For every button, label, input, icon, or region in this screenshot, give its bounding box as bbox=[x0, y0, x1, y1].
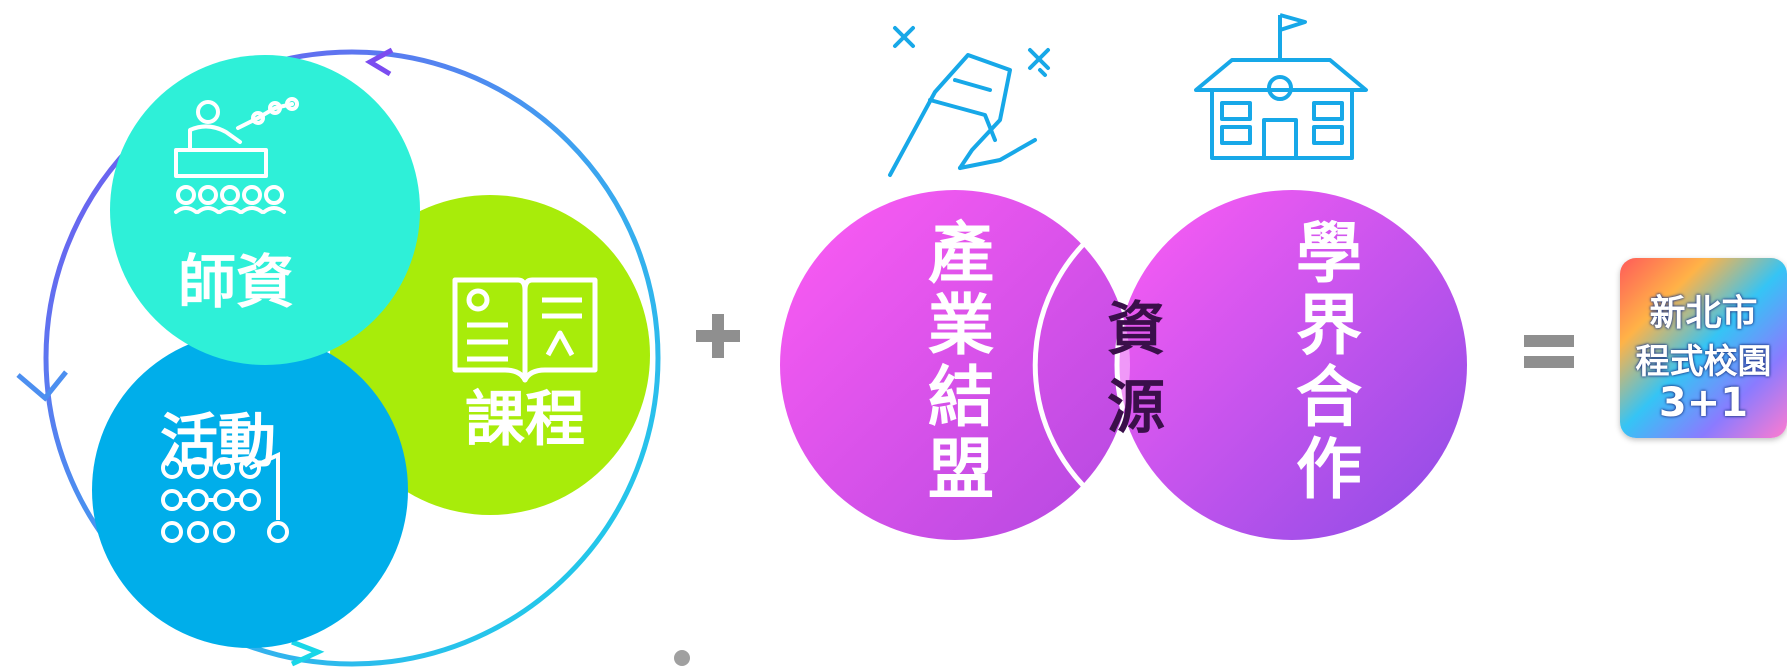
course-circle bbox=[330, 195, 650, 515]
teacher-label: 師資 bbox=[178, 248, 295, 316]
venn-left-circle bbox=[780, 190, 1130, 540]
logo-line-1: 新北市 bbox=[1649, 293, 1758, 334]
venn-right-circle bbox=[1117, 190, 1467, 540]
group-network-icon bbox=[161, 451, 289, 543]
ring-arrow-top bbox=[364, 47, 394, 77]
venn-overlap-label: 資源 bbox=[1097, 298, 1165, 454]
venn-overlap-left-edge bbox=[1032, 210, 1125, 520]
handshake-icon bbox=[888, 26, 1050, 177]
ring-arrow-left bbox=[16, 370, 68, 402]
program-logo: 新北市 程式校園 3+1 bbox=[1620, 258, 1787, 438]
venn-left-label: 產業結盟 bbox=[917, 218, 994, 506]
open-book-icon bbox=[452, 277, 598, 383]
gray-dot bbox=[674, 650, 690, 666]
school-building-icon bbox=[1194, 13, 1368, 160]
venn-right-label: 學界合作 bbox=[1285, 218, 1362, 506]
course-label: 課程 bbox=[465, 385, 585, 455]
presenter-icon bbox=[174, 97, 299, 214]
ring-arrow-bottom bbox=[290, 639, 325, 667]
venn-diagram bbox=[780, 190, 1467, 540]
plus-sign bbox=[696, 314, 740, 358]
logo-line-2: 程式校園 bbox=[1635, 342, 1772, 382]
equals-sign bbox=[1524, 335, 1574, 368]
activity-label: 活動 bbox=[160, 407, 277, 475]
logo-line-3: 3+1 bbox=[1658, 380, 1749, 426]
venn-overlap bbox=[1114, 190, 1130, 540]
